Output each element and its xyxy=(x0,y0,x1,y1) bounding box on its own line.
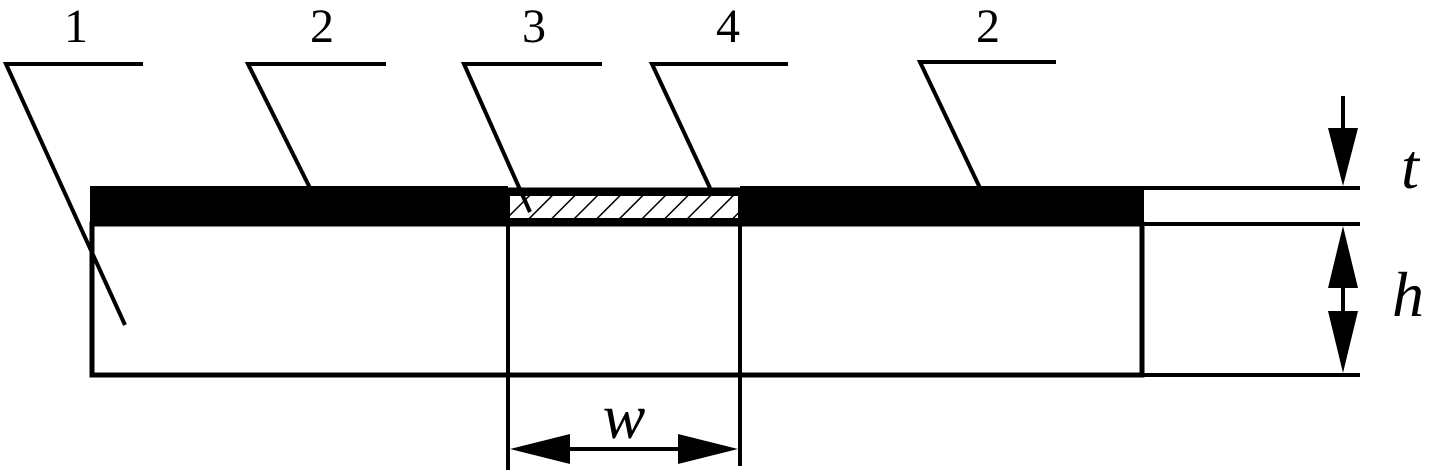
leader-line-2-right xyxy=(916,60,1056,189)
part-label-1: 1 xyxy=(64,0,88,53)
thickness-label: t xyxy=(1401,131,1421,202)
part-label-2-right: 2 xyxy=(976,0,1000,53)
width-label: w xyxy=(603,381,646,452)
substrate-body xyxy=(89,221,1145,378)
part-label-2-left: 2 xyxy=(310,0,334,53)
part-label-4: 4 xyxy=(716,0,740,53)
conductor-right xyxy=(740,186,1144,226)
leader-line-4 xyxy=(648,62,788,189)
thickness-arrow-head xyxy=(1328,128,1358,186)
leader-line-1 xyxy=(2,62,143,326)
width-arrow-left xyxy=(510,434,570,464)
hatched-strip xyxy=(506,192,742,222)
leader-line-3 xyxy=(460,62,602,213)
part-label-3: 3 xyxy=(522,0,546,53)
height-label: h xyxy=(1392,259,1424,330)
height-arrow-head-top xyxy=(1328,226,1358,288)
width-arrow-right xyxy=(678,434,738,464)
leader-line-2-left xyxy=(244,62,386,189)
conductor-left xyxy=(90,186,508,226)
height-arrow-head-bottom xyxy=(1328,311,1358,373)
